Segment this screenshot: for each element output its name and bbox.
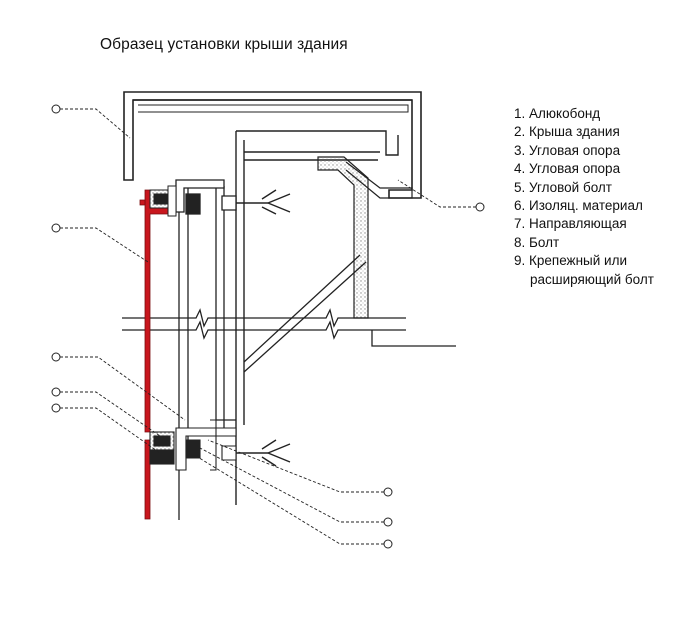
legend-item: 3. Угловая опора bbox=[514, 142, 621, 158]
callout-8b bbox=[383, 539, 393, 549]
legend-item: 1. Алюкобонд bbox=[514, 106, 601, 121]
leader-lines bbox=[60, 108, 476, 545]
legend-item: 6. Изоляц. материал bbox=[514, 198, 643, 214]
diagonal-brace bbox=[243, 254, 367, 373]
legend: 1. Алюкобонд 2. Крыша здания 3. Угловая … bbox=[514, 105, 654, 289]
callout-4 bbox=[383, 517, 393, 527]
legend-item: 2. Крыша здания bbox=[514, 124, 620, 140]
callout-5 bbox=[51, 352, 61, 362]
callout-7 bbox=[51, 387, 61, 397]
callout-markers bbox=[51, 104, 485, 549]
roof-cap bbox=[123, 91, 422, 199]
callout-1 bbox=[51, 223, 61, 233]
upper-angle bbox=[175, 179, 237, 215]
upper-bolt bbox=[236, 189, 291, 215]
legend-item-continuation: расширяющий болт bbox=[530, 271, 654, 287]
callout-2 bbox=[51, 104, 61, 114]
callout-8a bbox=[51, 403, 61, 413]
legend-item: 9. Крепежный или bbox=[514, 253, 627, 269]
callout-9 bbox=[383, 487, 393, 497]
legend-item: 8. Болт bbox=[514, 234, 560, 250]
legend-item: 4. Угловая опора bbox=[514, 161, 621, 177]
vertical-frames bbox=[178, 182, 236, 520]
callout-3 bbox=[475, 202, 485, 212]
floor-slab bbox=[122, 308, 456, 347]
diagram-title: Образец установки крыши здания bbox=[100, 36, 348, 53]
upper-fixing bbox=[149, 185, 177, 217]
alucobond-panel bbox=[139, 189, 169, 520]
corner-support-3 bbox=[317, 156, 413, 319]
lower-fixing bbox=[149, 419, 237, 471]
legend-item: 5. Угловой болт bbox=[514, 179, 612, 195]
legend-item: 7. Направляющая bbox=[514, 216, 627, 232]
